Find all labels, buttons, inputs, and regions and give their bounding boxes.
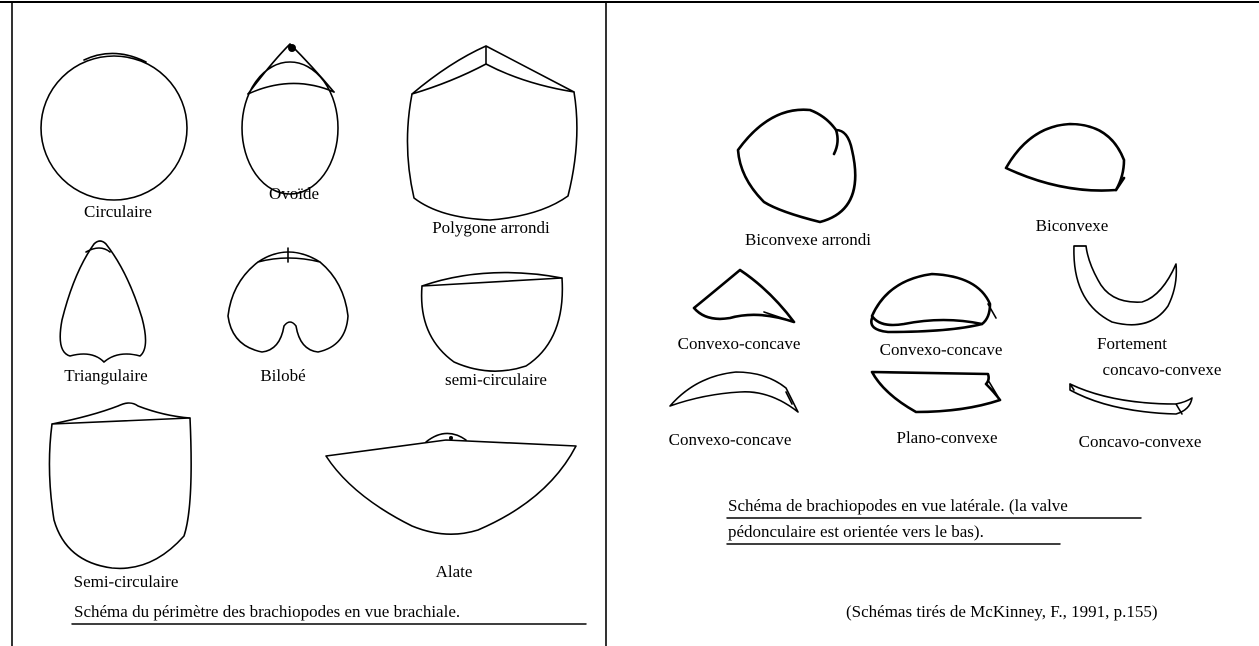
shape-fortement-concavo-convexe xyxy=(1074,246,1176,325)
label-concavo-convexe: Concavo-convexe xyxy=(1079,432,1202,452)
source-note: (Schémas tirés de McKinney, F., 1991, p.… xyxy=(846,602,1158,622)
label-semi-circulaire-upper: Semi-circulaire xyxy=(74,572,179,592)
label-bilobe: Bilobé xyxy=(260,366,305,386)
label-polygone-arrondi: Polygone arrondi xyxy=(432,218,550,238)
shape-bilobe xyxy=(228,248,348,352)
shape-triangulaire xyxy=(60,241,145,362)
shape-circulaire xyxy=(41,53,187,200)
shape-convexo-concave-2 xyxy=(871,274,996,332)
shape-convexo-concave-3 xyxy=(670,372,798,412)
label-ovoide: Ovoïde xyxy=(269,184,319,204)
shape-biconvexe-arrondi xyxy=(738,110,855,222)
label-biconvexe-arrondi: Biconvexe arrondi xyxy=(745,230,871,250)
shape-polygone-arrondi xyxy=(407,46,576,220)
right-caption-line-2: pédonculaire est orientée vers le bas). xyxy=(728,522,984,542)
label-convexo-concave-2: Convexo-concave xyxy=(880,340,1003,360)
label-semi-circulaire-lower: semi-circulaire xyxy=(445,370,547,390)
label-triangulaire: Triangulaire xyxy=(64,366,147,386)
shape-convexo-concave-1 xyxy=(694,270,794,322)
label-fortement: Fortement xyxy=(1097,334,1167,354)
label-circulaire: Circulaire xyxy=(84,202,152,222)
label-convexo-concave-1: Convexo-concave xyxy=(678,334,801,354)
right-caption-line-1: Schéma de brachiopodes en vue latérale. … xyxy=(728,496,1068,516)
shape-biconvexe xyxy=(1006,124,1124,191)
label-plano-convexe: Plano-convexe xyxy=(896,428,997,448)
label-convexo-concave-3: Convexo-concave xyxy=(669,430,792,450)
label-fortement-concavo-convexe: concavo-convexe xyxy=(1103,360,1222,380)
shape-alate xyxy=(326,433,576,534)
label-alate: Alate xyxy=(436,562,473,582)
shape-semi-circulaire-lower xyxy=(422,273,563,372)
shape-plano-convexe xyxy=(872,372,1000,412)
shape-ovoide xyxy=(242,44,338,194)
shape-concavo-convexe xyxy=(1070,384,1192,414)
label-biconvexe: Biconvexe xyxy=(1036,216,1109,236)
left-caption: Schéma du périmètre des brachiopodes en … xyxy=(74,602,460,622)
shape-semi-circulaire-upper xyxy=(49,403,191,568)
